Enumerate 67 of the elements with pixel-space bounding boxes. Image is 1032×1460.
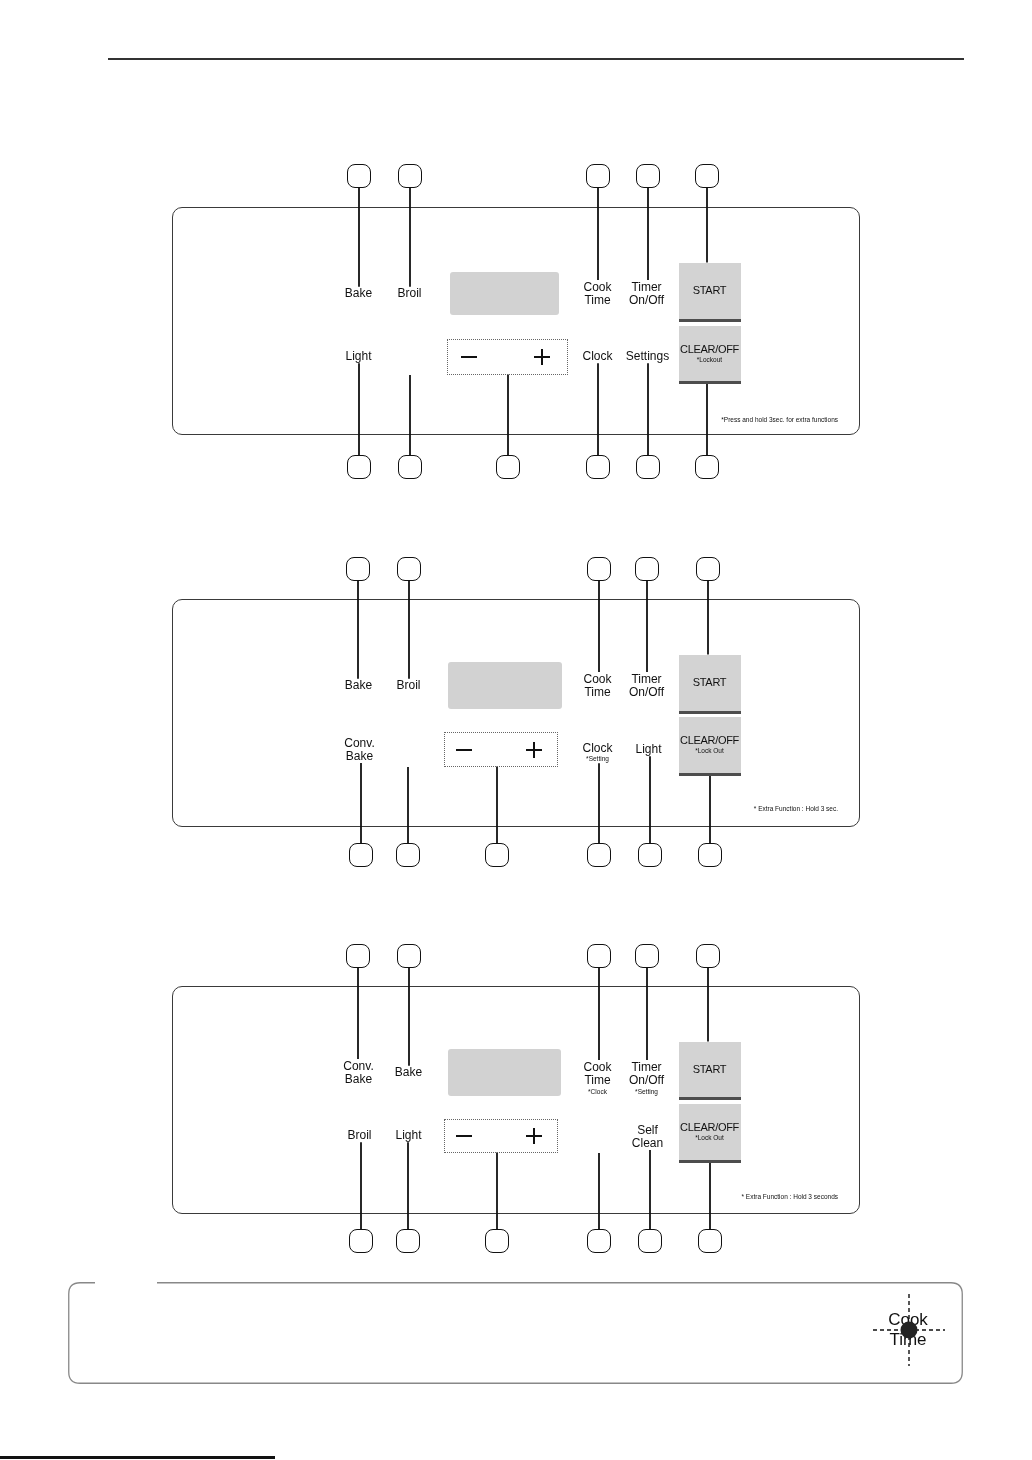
button-label: Cook Time: [579, 672, 616, 699]
button-label: Self Clean: [628, 1123, 667, 1150]
leader-line: [709, 1161, 711, 1230]
button-label: Bake: [394, 1065, 423, 1080]
leader-line: [409, 374, 411, 456]
leader-line: [706, 187, 708, 264]
button-label: Conv. Bake: [340, 736, 379, 763]
button-label: Clock: [582, 741, 613, 756]
display-window: [449, 271, 559, 315]
button-label: Light: [345, 349, 372, 364]
display-window: [447, 661, 562, 709]
leader-line: [598, 1152, 600, 1230]
control-panel: [172, 207, 860, 435]
leader-line: [360, 762, 362, 844]
button-label: Clock: [582, 349, 613, 364]
control-panel: [172, 599, 860, 827]
key-button: START: [678, 262, 741, 322]
note-box: [68, 1282, 963, 1384]
leader-line: [496, 1151, 498, 1230]
leader-line: [357, 967, 359, 1060]
leader-line: [707, 967, 709, 1043]
leader-line: [407, 1141, 409, 1230]
button-label: Broil: [396, 678, 421, 693]
button-label: Broil: [397, 286, 422, 301]
button-label: Broil: [347, 1128, 372, 1143]
leader-line: [496, 765, 498, 844]
button-label: Bake: [344, 678, 373, 693]
leader-line: [649, 1149, 651, 1230]
leader-line: [647, 362, 649, 456]
button-label: Timer On/Off: [625, 672, 668, 699]
button-label: Bake: [344, 286, 373, 301]
leader-line: [407, 766, 409, 844]
button-label: Timer On/Off: [625, 280, 668, 307]
leader-line: [649, 755, 651, 844]
leader-line: [507, 373, 509, 456]
leader-line: [360, 1141, 362, 1230]
leader-line: [598, 967, 600, 1061]
leader-line: [646, 580, 648, 673]
leader-line: [357, 580, 359, 680]
button-label: Light: [635, 742, 662, 757]
button-label: Cook Time: [582, 1060, 613, 1087]
leader-line: [598, 762, 600, 844]
button-label: Timer On/Off: [627, 1060, 666, 1087]
adjust-pad: [446, 338, 568, 375]
leader-line: [706, 382, 708, 456]
leader-line: [409, 187, 411, 288]
leader-line: [597, 362, 599, 456]
button-label: Cook Time: [579, 280, 616, 307]
leader-line: [358, 362, 360, 456]
leader-line: [408, 580, 410, 680]
button-label: Light: [395, 1128, 422, 1143]
key-button: START: [678, 1041, 741, 1100]
leader-line: [646, 967, 648, 1061]
leader-line: [709, 774, 711, 844]
button-label: Settings: [625, 349, 670, 364]
leader-line: [358, 187, 360, 288]
control-panel: [172, 986, 860, 1214]
leader-line: [598, 580, 600, 673]
key-button: START: [678, 654, 741, 714]
adjust-pad: [443, 1118, 558, 1153]
leader-line: [647, 187, 649, 281]
display-window: [447, 1048, 561, 1096]
adjust-pad: [443, 731, 558, 767]
button-label: Conv. Bake: [339, 1059, 378, 1086]
leader-line: [408, 967, 410, 1067]
leader-line: [707, 580, 709, 656]
leader-line: [597, 187, 599, 281]
